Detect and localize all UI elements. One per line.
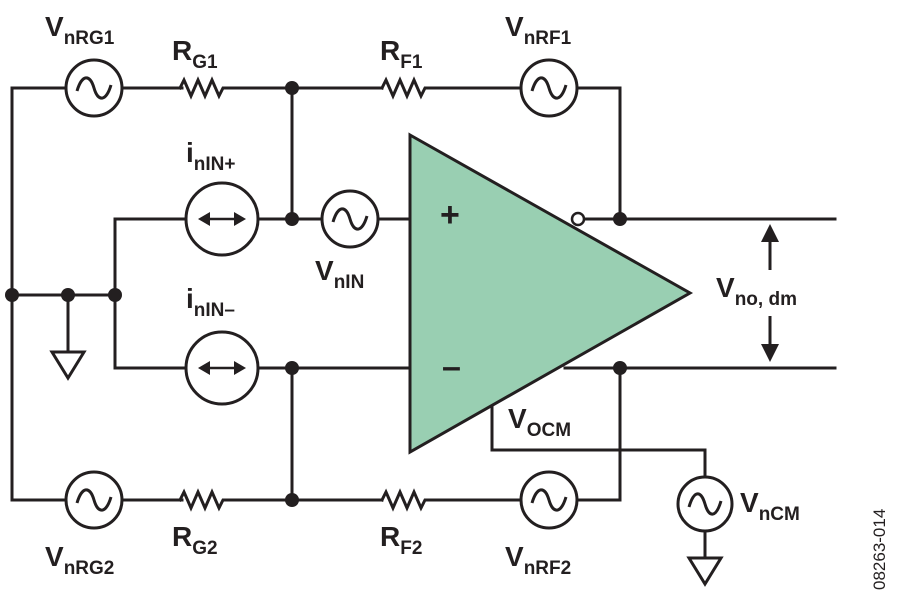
junction-dots	[5, 81, 627, 507]
label-rf2: RF2	[380, 521, 422, 559]
voltage-source-vncm	[676, 475, 734, 533]
voltage-source-vnin	[320, 189, 380, 249]
label-rg1: RG1	[172, 35, 218, 73]
label-vnrg1: VnRG1	[45, 11, 115, 49]
plus-sign: +	[440, 196, 460, 234]
label-inin-minus: inIN–	[186, 283, 235, 321]
resistor-rf1	[379, 76, 432, 100]
label-vncm: VnCM	[740, 487, 800, 525]
voltage-noise-source-icon	[75, 488, 113, 512]
resistor-rf2	[379, 488, 432, 512]
current-noise-source-icon	[198, 361, 246, 375]
op-amp: + –	[408, 132, 694, 455]
current-noise-source-icon	[198, 212, 246, 226]
voltage-source-vnrf1	[519, 58, 579, 118]
current-source-inin-minus	[184, 330, 260, 406]
label-vnin: VnIN	[315, 255, 364, 293]
current-source-inin-plus	[184, 181, 260, 257]
differential-output-arrows	[761, 224, 779, 362]
ground-icon	[49, 350, 87, 381]
resistor-icon	[177, 488, 228, 512]
resistor-rg1	[177, 76, 228, 100]
minus-sign: –	[442, 348, 461, 386]
label-rf1: RF1	[380, 35, 423, 73]
op-amp-icon	[408, 132, 694, 455]
voltage-noise-source-icon	[687, 492, 723, 516]
label-inin-plus: inIN+	[186, 137, 235, 175]
label-vno-dm: Vno, dm	[716, 272, 797, 310]
figure-id: 08263-014	[870, 509, 889, 590]
label-vnrf2: VnRF2	[505, 541, 571, 579]
resistor-icon	[177, 76, 228, 100]
voltage-noise-source-icon	[331, 207, 369, 231]
voltage-source-vnrf2	[519, 470, 579, 530]
voltage-source-vnrg2	[64, 470, 124, 530]
resistor-icon	[379, 488, 432, 512]
voltage-noise-source-icon	[530, 76, 568, 100]
voltage-noise-source-icon	[530, 488, 568, 512]
label-vocm: VOCM	[508, 403, 571, 441]
resistor-rg2	[177, 488, 228, 512]
label-vnrf1: VnRF1	[505, 11, 572, 49]
label-rg2: RG2	[172, 521, 218, 559]
voltage-source-vnrg1	[64, 58, 124, 118]
label-vnrg2: VnRG2	[45, 541, 114, 579]
voltage-noise-source-icon	[75, 76, 113, 100]
inverting-output-bubble	[570, 211, 586, 227]
ground-icon	[686, 556, 724, 587]
resistor-icon	[379, 76, 432, 100]
